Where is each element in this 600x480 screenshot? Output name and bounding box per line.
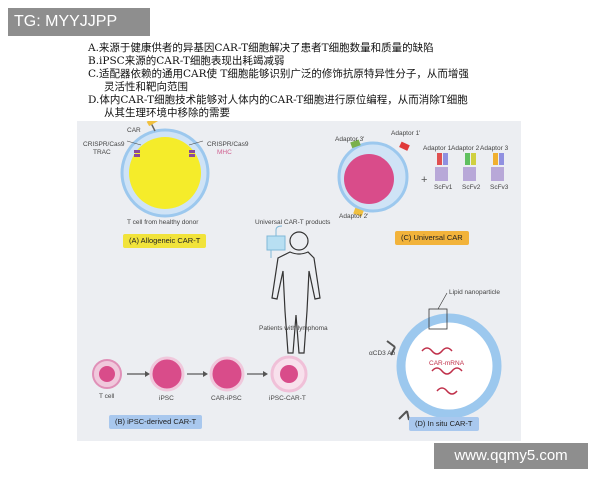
panel-a-car-label: CAR bbox=[127, 127, 141, 134]
panel-c-scfv2: ScFv2 bbox=[462, 184, 481, 191]
text-line-d: D.体内CAR-T细胞技术能够对人体内的CAR-T细胞进行原位编程，从而消除T细… bbox=[88, 94, 468, 106]
panel-a-cell bbox=[120, 121, 210, 218]
text-line-c-cont: 灵活性和靶向范围 bbox=[104, 81, 188, 93]
panel-c-scfv1: ScFv1 bbox=[434, 184, 453, 191]
panel-c-adaptor3: Adaptor 3 bbox=[480, 145, 509, 152]
car-t-figure: + bbox=[77, 121, 521, 441]
svg-text:+: + bbox=[421, 174, 427, 186]
panel-a-caption: T cell from healthy donor bbox=[127, 219, 199, 226]
panel-a-crispr-left: CRISPR/Cas9 bbox=[83, 141, 125, 148]
panel-d-mrna: CAR-mRNA bbox=[429, 360, 465, 367]
panel-c-cell: + bbox=[337, 139, 504, 217]
center-products bbox=[266, 225, 286, 258]
figure-drawing: + bbox=[92, 121, 504, 421]
panel-c-adaptor1: Adaptor 1 bbox=[423, 145, 452, 152]
panel-c-adaptor3-top: Adaptor 3' bbox=[335, 136, 365, 143]
tag-allogeneic-car-t: (A) Allogeneic CAR-T bbox=[123, 234, 207, 248]
text-line-c: C.适配器依赖的通用CAR使 T细胞能够识别广泛的修饰抗原特异性分子，从而增强 bbox=[88, 68, 469, 80]
patients-label: Patients with lymphoma bbox=[259, 325, 328, 332]
panel-c-adaptor2-bottom: Adaptor 2' bbox=[339, 213, 369, 220]
panel-a-mhc: MHC bbox=[217, 149, 232, 156]
panel-b-car-ipsc: CAR-iPSC bbox=[211, 395, 242, 402]
panel-d-lnp bbox=[386, 292, 502, 421]
universal-products-label: Universal CAR-T products bbox=[255, 219, 331, 226]
watermark-bottom: www.qqmy5.com bbox=[434, 443, 588, 469]
panel-c-adaptor2: Adaptor 2 bbox=[451, 145, 480, 152]
tag-in-situ-car-t: (D) In situ CAR-T bbox=[409, 417, 479, 431]
text-line-d-cont: 从其生理环境中移除的需要 bbox=[104, 107, 230, 119]
text-line-a: A.来源于健康供者的异基因CAR-T细胞解决了患者T细胞数量和质量的缺陷 bbox=[88, 42, 434, 54]
panel-d-lnp: Lipid nanoparticle bbox=[449, 289, 500, 296]
panel-d-acd3: αCD3 Ab bbox=[369, 350, 396, 357]
tag-universal-car: (C) Universal CAR bbox=[395, 231, 469, 245]
panel-b-ipsc-car-t: iPSC-CAR-T bbox=[269, 395, 306, 402]
panel-b-tcell: T cell bbox=[99, 393, 115, 400]
tag-ipsc-derived-car-t: (B) iPSC-derived CAR-T bbox=[109, 415, 203, 429]
panel-a-crispr-right: CRISPR/Cas9 bbox=[207, 141, 249, 148]
panel-b-ipsc: iPSC bbox=[159, 395, 174, 402]
text-line-b: B.iPSC来源的CAR-T细胞表现出耗竭减弱 bbox=[88, 55, 285, 67]
panel-c-adaptor1-top: Adaptor 1' bbox=[391, 130, 421, 137]
description-text: A.来源于健康供者的异基因CAR-T细胞解决了患者T细胞数量和质量的缺陷 B.i… bbox=[88, 42, 528, 120]
panel-a-trac: TRAC bbox=[93, 149, 111, 156]
human-silhouette bbox=[271, 231, 321, 354]
scfv-icons bbox=[435, 153, 504, 181]
watermark-top: TG: MYYJJPP bbox=[8, 8, 150, 36]
panel-b-cells bbox=[92, 355, 308, 393]
panel-c-scfv3: ScFv3 bbox=[490, 184, 509, 191]
